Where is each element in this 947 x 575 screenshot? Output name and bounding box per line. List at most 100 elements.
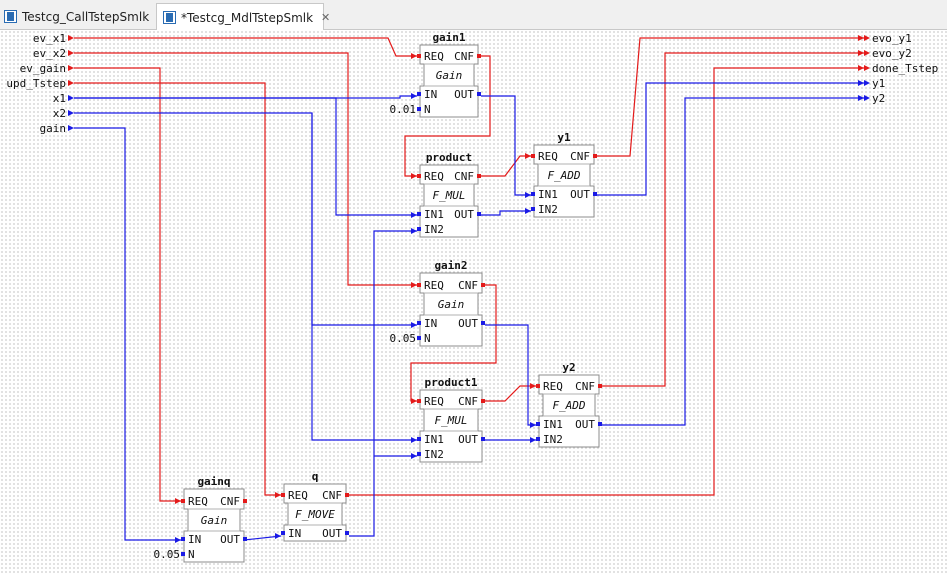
wire-product-y1-in2[interactable] xyxy=(481,210,531,216)
fb-instance-name: q xyxy=(312,470,319,483)
event-port-marker[interactable] xyxy=(417,399,421,403)
data-port-marker[interactable] xyxy=(536,422,540,426)
data-port-marker[interactable] xyxy=(481,321,485,325)
close-icon[interactable]: ✕ xyxy=(321,11,331,24)
data-port-marker[interactable] xyxy=(281,531,285,535)
interface-output-y2[interactable]: y2 xyxy=(864,92,885,105)
data-port-marker[interactable] xyxy=(417,107,421,111)
wire-y2-out[interactable] xyxy=(602,97,864,426)
data-port-marker[interactable] xyxy=(481,437,485,441)
wire-gainq-q[interactable] xyxy=(243,535,282,541)
wire-arrow-icon xyxy=(858,35,864,41)
interface-input-ev-gain[interactable]: ev_gain xyxy=(20,62,74,75)
interface-input-x1[interactable]: x1 xyxy=(53,92,74,105)
wire-gain-gainq[interactable] xyxy=(74,127,181,541)
wire-arrow-icon xyxy=(411,398,417,404)
event-port-marker[interactable] xyxy=(243,499,247,503)
data-port-marker[interactable] xyxy=(531,207,535,211)
data-port-marker[interactable] xyxy=(536,437,540,441)
data-port-marker[interactable] xyxy=(477,212,481,216)
interface-input-label: x2 xyxy=(53,107,66,120)
wire-product-y1[interactable] xyxy=(481,155,531,177)
event-port-marker[interactable] xyxy=(593,154,597,158)
event-port-marker[interactable] xyxy=(417,174,421,178)
wire-arrow-icon xyxy=(411,173,417,179)
port-arrow-icon xyxy=(68,125,74,131)
data-port-marker[interactable] xyxy=(477,92,481,96)
wire-gain1-y1[interactable] xyxy=(481,95,531,196)
data-port-marker[interactable] xyxy=(593,192,597,196)
wire-gain2-y2[interactable] xyxy=(485,324,536,426)
interface-input-ev-x2[interactable]: ev_x2 xyxy=(33,47,74,60)
event-port-marker[interactable] xyxy=(417,54,421,58)
wire-ev-x2-gain2[interactable] xyxy=(74,52,417,286)
interface-output-evo-y2[interactable]: evo_y2 xyxy=(864,47,912,60)
event-port-marker[interactable] xyxy=(417,283,421,287)
event-port-marker[interactable] xyxy=(536,384,540,388)
port-arrow-icon xyxy=(864,80,870,86)
wire-q-done-tstep[interactable] xyxy=(349,67,864,496)
event-port-marker[interactable] xyxy=(598,384,602,388)
tab-testcg-mdltstepsmlk[interactable]: *Testcg_MdlTstepSmlk ✕ xyxy=(156,3,330,31)
data-output-pin: OUT xyxy=(575,418,595,431)
fb-instance-name: gain2 xyxy=(434,259,467,272)
data-port-marker[interactable] xyxy=(345,531,349,535)
interface-input-gain[interactable]: gain xyxy=(40,122,75,135)
data-port-marker[interactable] xyxy=(417,321,421,325)
data-port-marker[interactable] xyxy=(417,212,421,216)
wire-ev-x1-gain1[interactable] xyxy=(74,37,417,57)
data-port-marker[interactable] xyxy=(417,227,421,231)
interface-output-evo-y1[interactable]: evo_y1 xyxy=(864,32,912,45)
diagram-canvas[interactable] xyxy=(0,30,947,575)
wire-x1-gain1[interactable] xyxy=(74,95,417,99)
data-port-marker[interactable] xyxy=(417,336,421,340)
interface-input-x2[interactable]: x2 xyxy=(53,107,74,120)
wire-upd-tstep-q[interactable] xyxy=(74,82,281,496)
event-port-marker[interactable] xyxy=(281,493,285,497)
data-port-marker[interactable] xyxy=(243,537,247,541)
interface-input-upd-Tstep[interactable]: upd_Tstep xyxy=(6,77,74,90)
event-port-marker[interactable] xyxy=(477,174,481,178)
data-port-marker[interactable] xyxy=(531,192,535,196)
wire-arrow-icon xyxy=(411,282,417,288)
event-output-pin: CNF xyxy=(458,279,478,292)
wire-x2-product1[interactable] xyxy=(311,113,417,441)
data-port-marker[interactable] xyxy=(417,452,421,456)
wire-gain1-product[interactable] xyxy=(404,55,491,177)
interface-output-y1[interactable]: y1 xyxy=(864,77,885,90)
event-output-pin: CNF xyxy=(458,395,478,408)
event-port-marker[interactable] xyxy=(481,283,485,287)
data-port-marker[interactable] xyxy=(417,437,421,441)
wire-arrow-icon xyxy=(275,533,281,539)
wire-q-product[interactable] xyxy=(349,230,417,537)
port-arrow-icon xyxy=(68,95,74,101)
interface-input-ev-x1[interactable]: ev_x1 xyxy=(33,32,74,45)
data-output-pin: OUT xyxy=(570,188,590,201)
wire-arrow-icon xyxy=(175,498,181,504)
event-port-marker[interactable] xyxy=(481,399,485,403)
event-port-marker[interactable] xyxy=(531,154,535,158)
wire-y1-evo-y1[interactable] xyxy=(597,37,864,157)
event-port-marker[interactable] xyxy=(345,493,349,497)
wire-y2-evo-y2[interactable] xyxy=(602,52,864,387)
tab-label: *Testcg_MdlTstepSmlk xyxy=(181,10,314,25)
data-port-marker[interactable] xyxy=(598,422,602,426)
interface-output-done-Tstep[interactable]: done_Tstep xyxy=(864,62,938,75)
data-port-marker[interactable] xyxy=(417,92,421,96)
wire-y1-out[interactable] xyxy=(597,82,864,196)
data-port-marker[interactable] xyxy=(181,537,185,541)
wire-ev-gain-gainq[interactable] xyxy=(74,67,181,502)
tab-testcg-calltstepsmlk[interactable]: Testcg_CallTstepSmlk xyxy=(0,3,152,30)
data-port-marker[interactable] xyxy=(181,552,185,556)
event-port-marker[interactable] xyxy=(181,499,185,503)
event-port-marker[interactable] xyxy=(477,54,481,58)
